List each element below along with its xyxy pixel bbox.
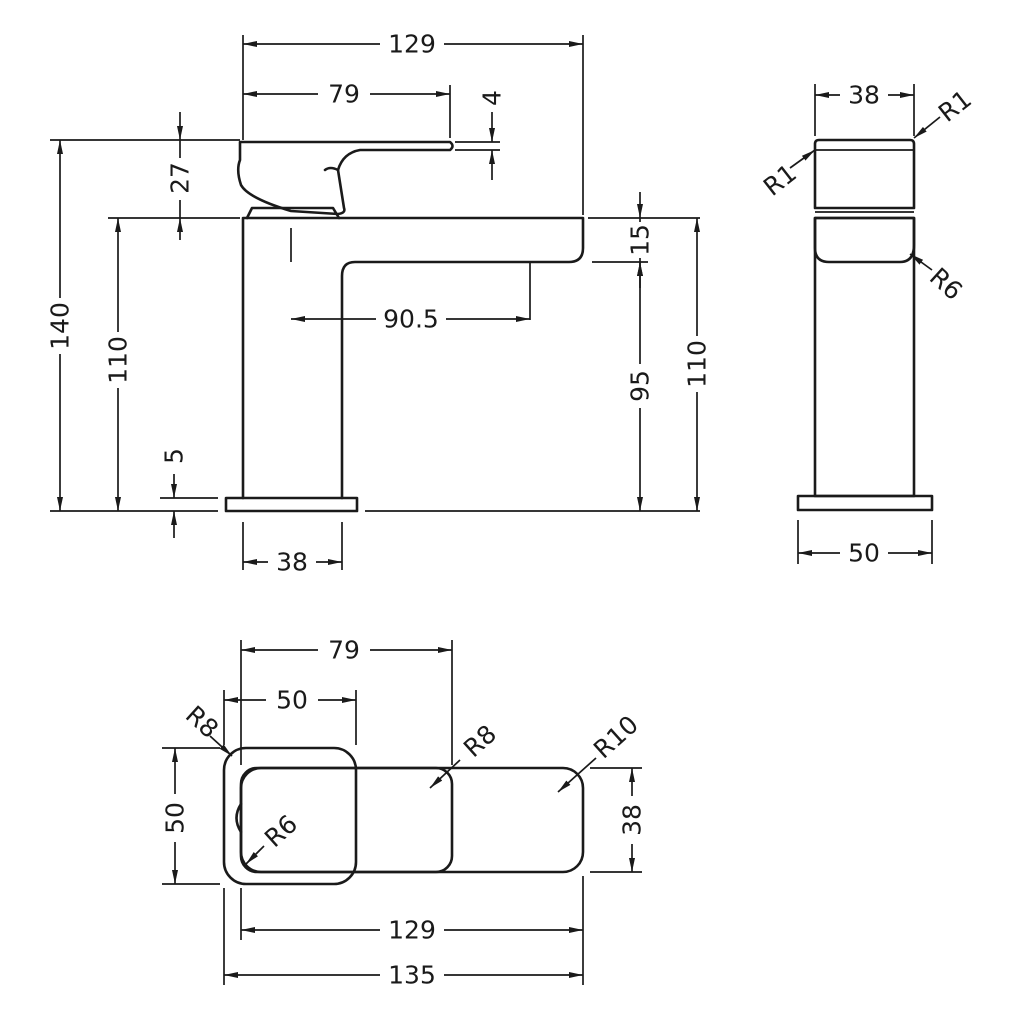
dim-plan-spout-length: 129	[388, 916, 436, 945]
front-lever-handle	[236, 140, 454, 216]
side-lever-end	[813, 216, 916, 264]
dim-front-lever-length: 79	[328, 80, 360, 109]
plan-spout	[239, 766, 585, 874]
dim-front-body-height-right: 110	[683, 340, 712, 388]
dim-plan-base-depth: 50	[161, 802, 190, 834]
dim-front-spout-reach: 90.5	[383, 305, 439, 334]
dim-front-base-plate: 5	[160, 448, 189, 464]
side-base-plate	[796, 494, 934, 512]
dim-side-radius-top-right: R1	[933, 84, 977, 127]
plan-view: 79 50 R8 R8 R10 50 38 R6 129 135	[159, 634, 648, 991]
plan-base	[222, 746, 358, 886]
dim-front-body-height-left: 110	[104, 336, 133, 384]
dim-front-overall-height: 140	[46, 302, 75, 350]
dim-plan-radius-inner: R6	[259, 809, 303, 853]
front-body-outline	[241, 216, 585, 500]
side-body	[813, 216, 916, 498]
plan-bore	[235, 802, 243, 834]
side-view: 38 R1 R1 R6 50	[758, 79, 977, 569]
dim-side-top-width: 38	[848, 81, 880, 110]
side-lever-top	[813, 138, 916, 210]
dim-plan-radius-spout-corner: R10	[588, 710, 644, 764]
dim-plan-radius-lever-corner: R8	[458, 719, 502, 763]
dim-side-base-width: 50	[848, 539, 880, 568]
dim-plan-base-length: 50	[276, 686, 308, 715]
dim-plan-handle-length: 79	[328, 636, 360, 665]
dim-front-spout-thickness: 15	[626, 224, 655, 256]
dim-plan-radius-base-corner: R8	[180, 700, 224, 744]
dim-plan-spout-width: 38	[618, 804, 647, 836]
front-lever-groove	[323, 166, 340, 172]
front-view: 129 79 4 27 140 110 15 90.5	[44, 28, 713, 578]
dim-front-overall-width: 129	[388, 30, 436, 59]
front-base-plate	[224, 496, 359, 513]
dim-front-lever-thickness: 4	[478, 90, 507, 106]
dim-front-spout-clearance: 95	[626, 370, 655, 402]
dim-front-body-width: 38	[276, 548, 308, 577]
dim-front-lever-height: 27	[166, 162, 195, 194]
dim-plan-overall-length: 135	[388, 961, 436, 990]
